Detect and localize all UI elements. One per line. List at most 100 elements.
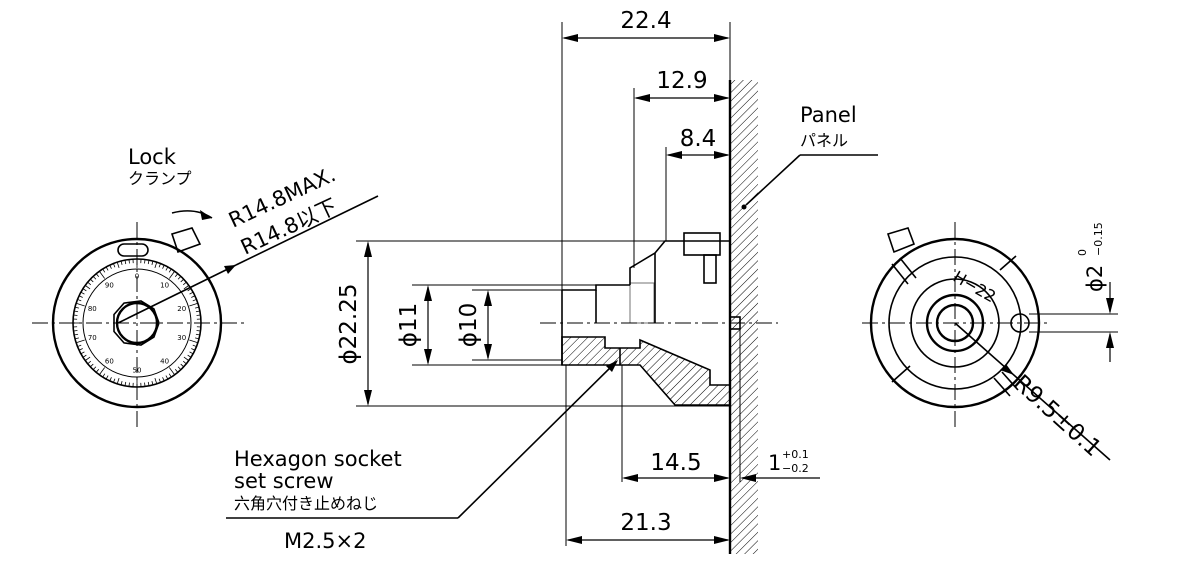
dial-number: 70 xyxy=(88,334,97,342)
rear-slot-3 xyxy=(1001,371,1019,391)
lock-label-jp: クランプ xyxy=(128,169,192,188)
rear-slot-2 xyxy=(899,257,917,279)
dimension-lines xyxy=(364,34,820,544)
panel-label: Panel xyxy=(800,103,857,127)
dial-tick xyxy=(182,281,187,286)
dial-ring-inner xyxy=(82,268,192,378)
dial-tick xyxy=(162,264,165,269)
dim-22-25-arrow-t xyxy=(364,241,372,257)
dial-tick xyxy=(196,314,201,316)
pin-radius-arrow xyxy=(1000,364,1014,375)
dial-tick xyxy=(95,368,100,373)
pin-dim-tol-lower: −0.15 xyxy=(1092,222,1105,256)
dial-tick xyxy=(92,366,97,370)
dim-10-arrow-t xyxy=(484,290,492,306)
dial-tick xyxy=(84,285,91,290)
dial-tick xyxy=(78,295,83,298)
dial-tick xyxy=(177,366,182,370)
dial-tick xyxy=(102,268,106,273)
rear-slot-6 xyxy=(999,255,1017,271)
dial-tick xyxy=(82,354,87,358)
lock-label: Lock xyxy=(128,145,177,169)
dial-tick xyxy=(80,291,85,295)
dial-tick xyxy=(192,299,197,302)
dial-tick xyxy=(189,351,194,355)
panel xyxy=(728,80,878,554)
dial-tick xyxy=(74,306,79,309)
rear-view xyxy=(862,222,1118,461)
dial-tick xyxy=(74,337,79,340)
screw-label-jp: 六角穴付き止めねじ xyxy=(234,494,378,513)
lock-arrow-head xyxy=(200,210,212,220)
dial-tick xyxy=(87,281,92,286)
dim-gap-tol-upper: +0.1 xyxy=(782,448,809,461)
dial-tick xyxy=(151,260,154,265)
dial-tick xyxy=(109,377,112,382)
dial-tick xyxy=(144,382,146,387)
rear-outer-rim xyxy=(869,237,1041,409)
rear-lock-lever xyxy=(886,227,916,254)
plate-mark: H−22 xyxy=(950,267,999,306)
rear-body-ring xyxy=(888,256,1022,390)
dim-21-3-arrow-l xyxy=(566,536,582,544)
dial-tick xyxy=(165,375,169,380)
dial-number: 90 xyxy=(105,281,114,289)
dial-tick xyxy=(189,302,198,307)
knob-upper-step xyxy=(562,284,630,291)
dial-tick xyxy=(168,373,172,378)
dial-tick xyxy=(95,273,100,278)
dial-tick xyxy=(177,276,182,280)
dial-number: 20 xyxy=(177,305,186,313)
dial-number: 60 xyxy=(105,358,114,366)
dim-8-4-arrow-r xyxy=(714,151,730,159)
screw-leader xyxy=(457,361,617,519)
dial-tick xyxy=(74,333,79,336)
dial-tick xyxy=(151,381,154,386)
dial-tick xyxy=(82,288,87,292)
dial-number: 0 xyxy=(135,273,139,281)
dial-tick xyxy=(195,337,200,340)
side-view xyxy=(540,232,778,406)
dial-number: 40 xyxy=(160,358,169,366)
dim-diameter-22-25: ϕ22.25 xyxy=(336,283,362,364)
rear-bore xyxy=(935,303,975,343)
dial-number: 10 xyxy=(160,281,169,289)
dim-diameter-11: ϕ11 xyxy=(396,303,422,347)
rear-boss xyxy=(925,293,985,353)
dim-21-3: 21.3 xyxy=(620,510,671,536)
dial-tick xyxy=(124,381,127,386)
dim-22-4-arrow-l xyxy=(562,34,578,42)
dial-tick xyxy=(191,295,196,298)
dial-tick xyxy=(113,263,116,268)
dial-number: 30 xyxy=(177,334,186,342)
screw-leader-arrow xyxy=(606,360,618,372)
dial-tick xyxy=(73,330,78,332)
lock-slot xyxy=(117,243,149,257)
panel-leader xyxy=(745,154,801,206)
dial-tick xyxy=(87,360,92,365)
rear-slot-1 xyxy=(891,263,909,285)
dial-tick xyxy=(168,268,172,273)
dim-10-arrow-b xyxy=(484,344,492,360)
dial-tick xyxy=(195,333,200,336)
dial-tick xyxy=(180,363,184,368)
dial-ticks xyxy=(73,259,201,387)
lock-body xyxy=(683,232,721,256)
screw-label-line1: Hexagon socket xyxy=(234,447,402,471)
lock-shaft xyxy=(703,254,717,284)
dial-tick xyxy=(195,310,200,313)
dial-tick xyxy=(116,262,120,268)
pin-dim-base: ϕ2 xyxy=(1083,265,1107,292)
dial-tick xyxy=(183,285,190,290)
dim-22-25-arrow-b xyxy=(364,390,372,406)
dial-tick xyxy=(116,378,120,384)
dial-tick xyxy=(120,381,123,386)
dial-tick xyxy=(187,354,192,358)
dim-gap-tol-lower: −0.2 xyxy=(782,462,809,475)
dial-tick xyxy=(174,368,179,373)
dial-tick xyxy=(76,339,85,344)
pin-dim-arrow-b xyxy=(1106,332,1114,348)
dial-tick xyxy=(76,302,85,307)
